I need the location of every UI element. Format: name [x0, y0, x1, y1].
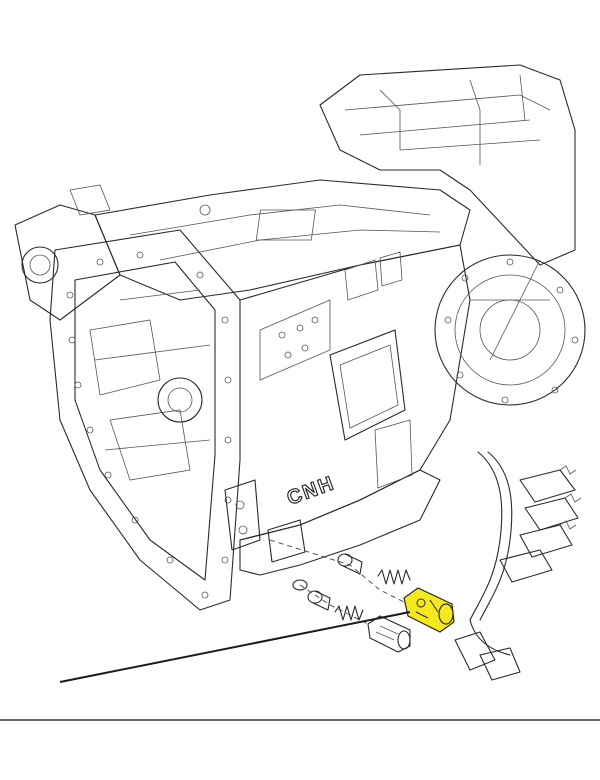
- casting-mark: CNH: [284, 472, 338, 510]
- washer: [292, 579, 308, 591]
- solenoid-harness: [454, 451, 582, 681]
- sensor-valve: [367, 615, 411, 653]
- transmission-housing: CNH: [14, 64, 586, 611]
- top-margin: [0, 0, 600, 62]
- exploded-parts: [269, 539, 455, 653]
- highlighted-valve-part: [403, 587, 455, 633]
- spring-upper: [377, 569, 411, 585]
- plug-lower: [307, 590, 331, 611]
- spring-lower: [334, 605, 364, 621]
- plug-upper: [337, 553, 363, 575]
- callout-arrow: [59, 611, 411, 683]
